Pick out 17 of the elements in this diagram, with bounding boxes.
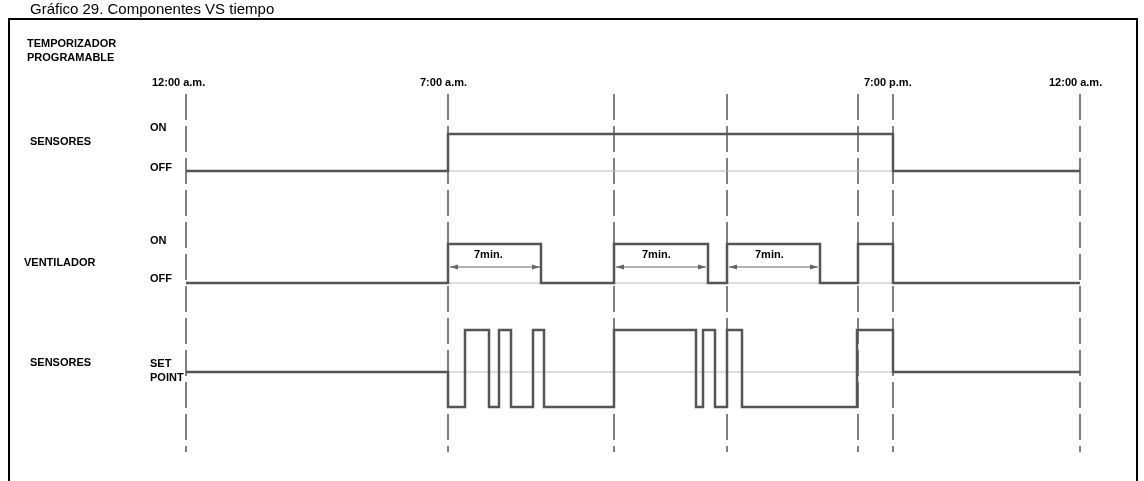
duration-label: 7min. bbox=[642, 247, 671, 261]
signal-name: VENTILADOR bbox=[24, 255, 96, 269]
signal-name: SENSORES bbox=[30, 134, 92, 148]
signal-name: SENSORES bbox=[30, 355, 92, 369]
duration-label: 7min. bbox=[474, 247, 503, 261]
figure-title: Gráfico 29. Componentes VS tiempo bbox=[30, 0, 275, 17]
level-label: ON bbox=[150, 233, 167, 247]
axis-title: TEMPORIZADOR PROGRAMABLE bbox=[27, 36, 118, 64]
level-label: OFF bbox=[150, 271, 172, 285]
time-label: 12:00 a.m. bbox=[1049, 75, 1103, 89]
level-label: SET POINT bbox=[150, 356, 185, 384]
duration-label: 7min. bbox=[755, 247, 784, 261]
time-label: 7:00 p.m. bbox=[864, 75, 912, 89]
time-label: 12:00 a.m. bbox=[152, 75, 206, 89]
level-label: OFF bbox=[150, 160, 172, 174]
time-label: 7:00 a.m. bbox=[420, 75, 468, 89]
level-label: ON bbox=[150, 120, 167, 134]
